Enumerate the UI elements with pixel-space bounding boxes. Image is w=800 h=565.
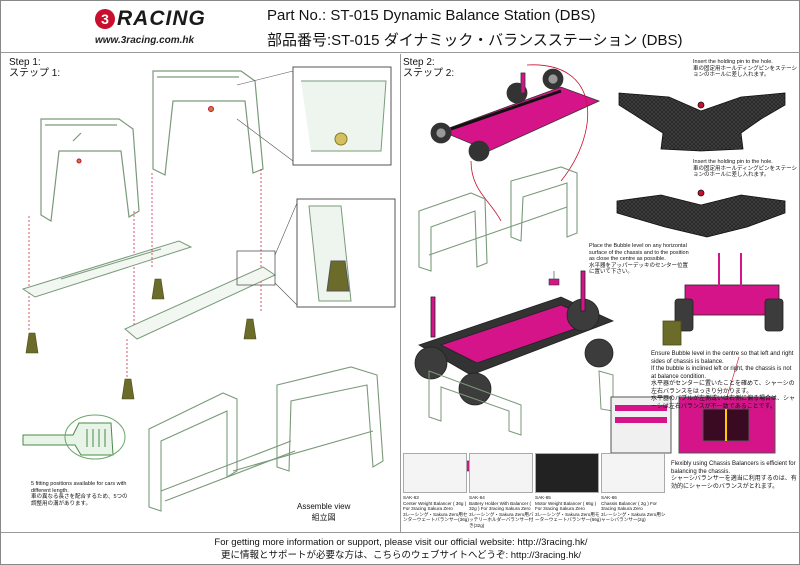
part-image-sak66: [601, 453, 665, 493]
step1-short-bar: [124, 250, 277, 340]
pin-note-1: Insert the holding pin to the hole. 車の固定…: [693, 59, 797, 79]
header: 3 RACING www.3racing.com.hk Part No.: ST…: [1, 1, 800, 53]
part-image-sak65: [535, 453, 599, 493]
car-front-view: [662, 253, 784, 346]
part-info: SAK-66 Chassis Balancer ( 2g ) For 3raci…: [601, 495, 667, 523]
part-desc-jp: 3レーシング・Sakura Zero用シャーシバランサー(2g): [601, 511, 666, 523]
step2-stand: [418, 166, 578, 272]
footer: For getting more information or support,…: [1, 532, 800, 565]
ensure-note-en: Ensure Bubble level in the centre so tha…: [651, 351, 794, 365]
assemble-view-en: Assemble view: [297, 502, 351, 511]
step2-stand-lower: [428, 370, 614, 436]
step1-weights: [25, 278, 257, 400]
fitting-note-en: 5 fitting positions available for cars w…: [31, 481, 127, 494]
brand-name: RACING: [117, 7, 206, 30]
part-desc-jp: 3レーシング・Sakura Zero用バッテリーホルダーバランサー付き(32g): [469, 511, 534, 528]
step1-frame-left: [40, 118, 140, 222]
part-info: SAK-64 Battery Holder With Balancer ( 32…: [469, 495, 535, 529]
pin-note-2: Insert the holding pin to the hole. 車の固定…: [693, 159, 797, 179]
fitting-detail: [22, 414, 126, 460]
ensure-note: Ensure Bubble level in the centre so tha…: [651, 351, 797, 411]
part-desc: Center Weight Balancer ( 36g ) For 3raci…: [403, 500, 467, 512]
part-image-sak63: [403, 453, 467, 493]
bubble-closeup: [610, 356, 776, 454]
brand-badge: 3: [95, 9, 115, 29]
part-desc-jp: 3レーシング・Sakura Zero用センターウェートバランサー(36g): [403, 511, 469, 523]
part-desc: Battery Holder With Balancer ( 32g ) For…: [469, 500, 532, 512]
flex-note-en: Flexibly using Chassis Balancers is effi…: [671, 461, 796, 475]
part-desc: Chassis Balancer ( 2g ) For 3racing Saku…: [601, 500, 657, 512]
part-info: SAK-65 Motor Weight Balancer ( 66g ) For…: [535, 495, 601, 523]
step2-label-en: Step 2:: [403, 57, 435, 68]
step1-long-bar: [21, 240, 193, 298]
step2-label-jp: ステップ 2:: [403, 68, 455, 79]
step1-pin: [76, 158, 82, 164]
page-title: Part No.: ST-015 Dynamic Balance Station…: [267, 7, 596, 24]
brand-url: www.3racing.com.hk: [95, 35, 195, 46]
part-info: SAK-63 Center Weight Balancer ( 36g ) Fo…: [403, 495, 469, 523]
column-divider: [400, 54, 401, 532]
parts-list: SAK-63 Center Weight Balancer ( 36g ) Fo…: [401, 453, 669, 531]
pin-note-1-en: Insert the holding pin to the hole.: [693, 59, 773, 65]
part-desc: Motor Weight Balancer ( 66g ) For 3racin…: [535, 500, 597, 512]
part-desc-jp: 3レーシング・Sakura Zero用モーターウェートバランサー(66g): [535, 511, 601, 523]
footer-text-jp: 更に情報とサポートが必要な方は、こちらのウェブサイトへどうぞ: http://3…: [220, 550, 582, 561]
ensure-note-jp-2: 水平器のバブルが左側或いは右側に偏る場合は、シャーシは左右バランスが不一致である…: [651, 396, 796, 410]
page-title-jp: 部品番号:ST-015 ダイナミック・バランスステーション (DBS): [267, 32, 683, 49]
fitting-note: 5 fitting positions available for cars w…: [31, 481, 131, 507]
ensure-note-jp: 水平器がセンターに置いたことを確めて、シャーシの左右バランスをはっきり分かります…: [651, 381, 795, 395]
part-code: SAK-64: [469, 495, 485, 500]
bubble-note-en: Place the Bubble level on any horizontal…: [589, 243, 689, 262]
assemble-view-jp: 組立図: [311, 513, 336, 522]
part-image-sak64: [469, 453, 533, 493]
pin-note-2-en: Insert the holding pin to the hole.: [693, 159, 773, 165]
pin-note-2-jp: 車の固定用ホールディングピンをステーションのホールに差し入れます。: [693, 165, 798, 179]
car-main: [414, 270, 615, 406]
step1-frame-right: [152, 70, 264, 176]
bubble-note: Place the Bubble level on any horizontal…: [589, 243, 691, 276]
step1-assembled: [148, 366, 384, 512]
step1-label-en: Step 1:: [9, 57, 41, 68]
flex-note: Flexibly using Chassis Balancers is effi…: [671, 461, 797, 491]
step1-label: Step 1: ステップ 1:: [9, 57, 60, 79]
zoom-box-mid: [274, 198, 396, 308]
carbon-plate-bottom: [616, 189, 786, 238]
footer-text-en: For getting more information or support,…: [214, 537, 588, 548]
fitting-note-jp: 車の異なる長さを配合するため、5つの調整用の溝があります。: [31, 494, 128, 507]
flex-note-jp: シャーシバランサーを適当に利用するのは、有効的にシャーシのバランスがとれます。: [671, 476, 797, 490]
part-code: SAK-65: [535, 495, 551, 500]
step1-pin-top: [208, 106, 214, 112]
bubble-level: [548, 271, 560, 286]
brand-logo: 3 RACING www.3racing.com.hk: [89, 5, 259, 49]
car-top: [430, 68, 601, 162]
ensure-note-en-2: If the bubble is inclined left or right,…: [651, 366, 792, 380]
carbon-plate-top: [618, 92, 786, 152]
step1-label-jp: ステップ 1:: [9, 68, 61, 79]
pin-note-1-jp: 車の固定用ホールディングピンをステーションのホールに差し入れます。: [693, 65, 798, 79]
part-code: SAK-63: [403, 495, 419, 500]
assemble-view-caption: Assemble view 組立図: [297, 501, 350, 523]
zoom-box-top: [236, 66, 392, 166]
step2-label: Step 2: ステップ 2:: [403, 57, 454, 79]
bubble-note-jp: 水平器をアッパーデッキのセンター位置に置いて下さい。: [589, 262, 689, 276]
part-code: SAK-66: [601, 495, 617, 500]
